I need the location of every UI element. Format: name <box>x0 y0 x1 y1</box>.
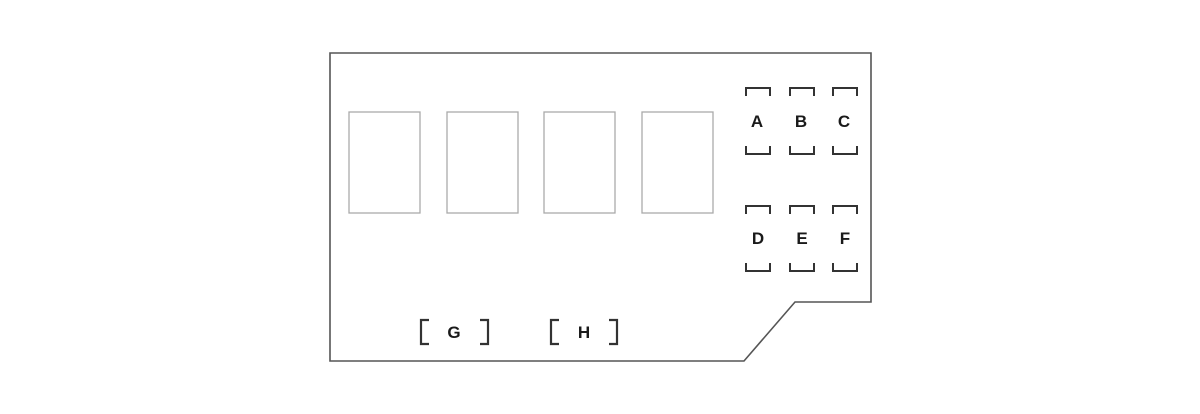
fuse-slot-a-bottom-bracket <box>745 146 771 155</box>
fuse-slot-f <box>832 205 858 272</box>
fuse-slot-c-bottom-bracket <box>832 146 858 155</box>
fuse-slot-d-top-bracket <box>745 205 771 214</box>
fuse-slot-label-a: A <box>751 112 763 131</box>
fuse-slot-label-b: B <box>795 112 807 131</box>
fuse-slot-a-top-bracket <box>745 87 771 96</box>
fuse-slot-f-bottom-bracket <box>832 263 858 272</box>
connector-h <box>549 318 619 346</box>
fuse-slot-e <box>789 205 815 272</box>
fuse-slot-b <box>789 87 815 155</box>
relay-slot-3 <box>543 111 616 214</box>
fuse-slot-label-d: D <box>752 229 764 248</box>
connector-g <box>419 318 490 346</box>
connector-h-left-bracket <box>549 318 559 346</box>
fuse-slot-b-top-bracket <box>789 87 815 96</box>
connector-label-h: H <box>578 323 590 342</box>
fuse-slot-a <box>745 87 771 155</box>
fuse-slot-f-top-bracket <box>832 205 858 214</box>
fuse-slot-label-e: E <box>796 229 807 248</box>
fuse-slot-e-bottom-bracket <box>789 263 815 272</box>
fuse-slot-b-bottom-bracket <box>789 146 815 155</box>
fuse-slot-e-top-bracket <box>789 205 815 214</box>
connector-label-g: G <box>447 323 460 342</box>
fuse-slot-c-top-bracket <box>832 87 858 96</box>
connector-h-right-bracket <box>609 318 619 346</box>
fuse-slot-label-c: C <box>838 112 850 131</box>
relay-group <box>348 111 714 214</box>
fuse-slot-d-bottom-bracket <box>745 263 771 272</box>
fuse-slot-c <box>832 87 858 155</box>
fuse-box-outline <box>329 52 872 362</box>
connector-g-left-bracket <box>419 318 429 346</box>
relay-slot-2 <box>446 111 519 214</box>
connector-g-right-bracket <box>480 318 490 346</box>
fuse-slot-d <box>745 205 771 272</box>
fuse-slot-label-f: F <box>840 229 850 248</box>
fuse-slot-group <box>745 87 858 272</box>
relay-slot-4 <box>641 111 714 214</box>
connector-group <box>419 318 619 346</box>
relay-slot-1 <box>348 111 421 214</box>
